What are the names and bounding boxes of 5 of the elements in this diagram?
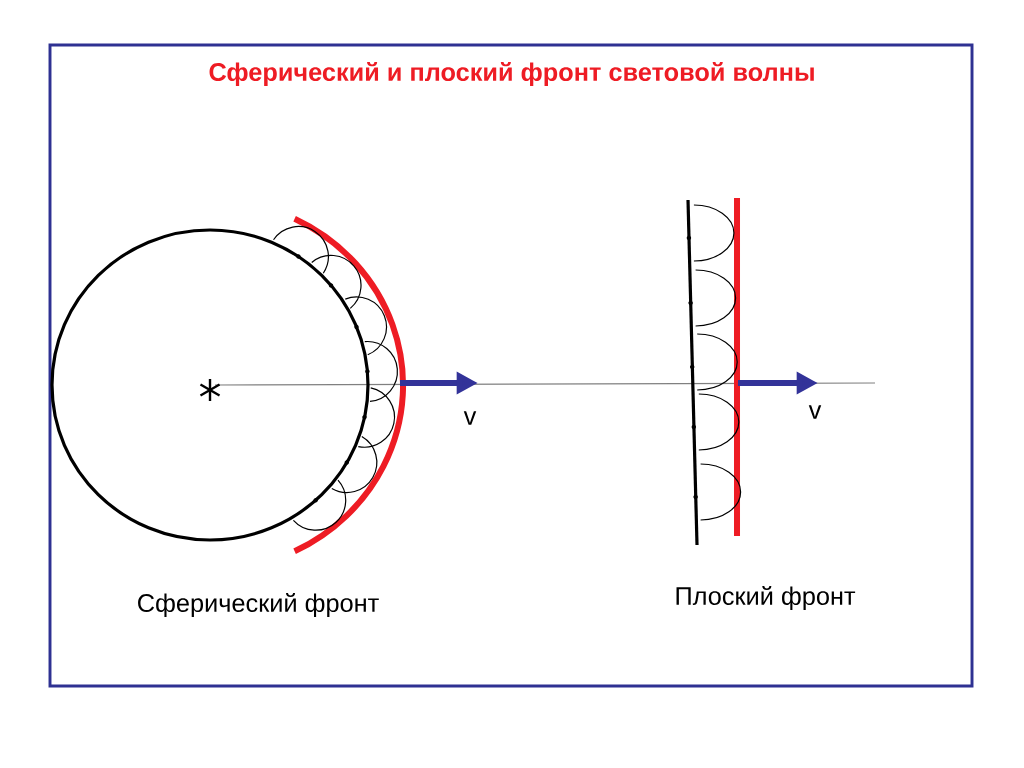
velocity-label: v — [808, 405, 822, 419]
front-label: Плоский фронт — [676, 586, 856, 611]
velocity-label: v — [463, 411, 477, 425]
front-label: Сферический фронт — [138, 593, 379, 618]
title: Сферический и плоский фронт световой волны — [209, 61, 814, 87]
